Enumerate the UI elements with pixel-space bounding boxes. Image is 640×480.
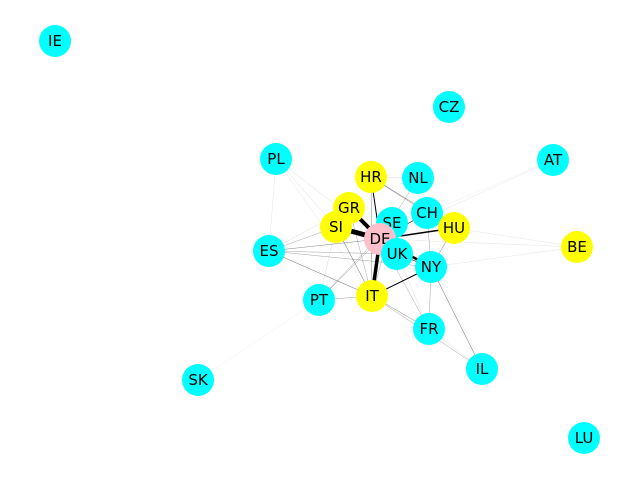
node-circle <box>320 211 352 243</box>
node-circle <box>415 251 447 283</box>
node-label: ES <box>260 242 279 260</box>
node-si: SI <box>320 211 352 243</box>
node-circle <box>561 231 593 263</box>
node-label: IT <box>365 287 379 305</box>
node-label: PL <box>267 150 285 168</box>
node-pl: PL <box>260 143 292 175</box>
node-circle <box>438 212 470 244</box>
node-it: IT <box>356 280 388 312</box>
node-label: IE <box>48 32 62 50</box>
node-circle <box>260 143 292 175</box>
node-circle <box>253 235 285 267</box>
node-fr: FR <box>413 313 445 345</box>
node-at: AT <box>537 144 569 176</box>
node-circle <box>356 280 388 312</box>
node-label: CZ <box>439 98 460 116</box>
node-label: HR <box>360 168 382 186</box>
edge-de-es <box>268 238 381 252</box>
node-il: IL <box>466 353 498 385</box>
node-label: BE <box>567 238 587 256</box>
node-be: BE <box>561 231 593 263</box>
node-circle <box>355 161 387 193</box>
edge-hu-be <box>453 227 578 248</box>
node-es: ES <box>253 235 285 267</box>
node-pt: PT <box>303 284 335 316</box>
edge-ny-il <box>430 266 483 370</box>
edge-at-ch <box>426 159 554 214</box>
node-circle <box>402 162 434 194</box>
node-label: CH <box>416 204 438 222</box>
edge-sk-pt <box>197 299 320 381</box>
node-circle <box>433 91 465 123</box>
node-ie: IE <box>39 25 71 57</box>
node-label: PT <box>310 291 329 309</box>
edge-de-be <box>379 238 578 248</box>
node-circle <box>466 353 498 385</box>
edge-it-es <box>268 250 373 297</box>
node-uk: UK <box>381 238 413 270</box>
node-circle <box>537 144 569 176</box>
node-label: IL <box>476 360 489 378</box>
node-ny: NY <box>415 251 447 283</box>
node-label: SK <box>188 371 209 389</box>
node-label: GR <box>338 199 360 217</box>
edge-ny-be <box>430 246 578 268</box>
node-label: NL <box>408 169 428 187</box>
node-label: FR <box>419 320 438 338</box>
node-lu: LU <box>568 422 600 454</box>
node-circle <box>303 284 335 316</box>
node-circle <box>381 238 413 270</box>
edge-de-pl <box>275 158 381 240</box>
node-circle <box>413 313 445 345</box>
node-hu: HU <box>438 212 470 244</box>
node-circle <box>568 422 600 454</box>
node-ch: CH <box>411 197 443 229</box>
node-label: HU <box>443 219 465 237</box>
node-label: UK <box>387 245 409 263</box>
node-circle <box>411 197 443 229</box>
node-label: AT <box>544 151 563 169</box>
node-label: NY <box>421 258 442 276</box>
node-sk: SK <box>182 364 214 396</box>
node-label: LU <box>575 429 594 447</box>
node-circle <box>182 364 214 396</box>
edge-de-at <box>379 159 554 240</box>
node-nl: NL <box>402 162 434 194</box>
node-circle <box>39 25 71 57</box>
node-hr: HR <box>355 161 387 193</box>
node-label: SI <box>329 218 343 236</box>
node-cz: CZ <box>433 91 465 123</box>
